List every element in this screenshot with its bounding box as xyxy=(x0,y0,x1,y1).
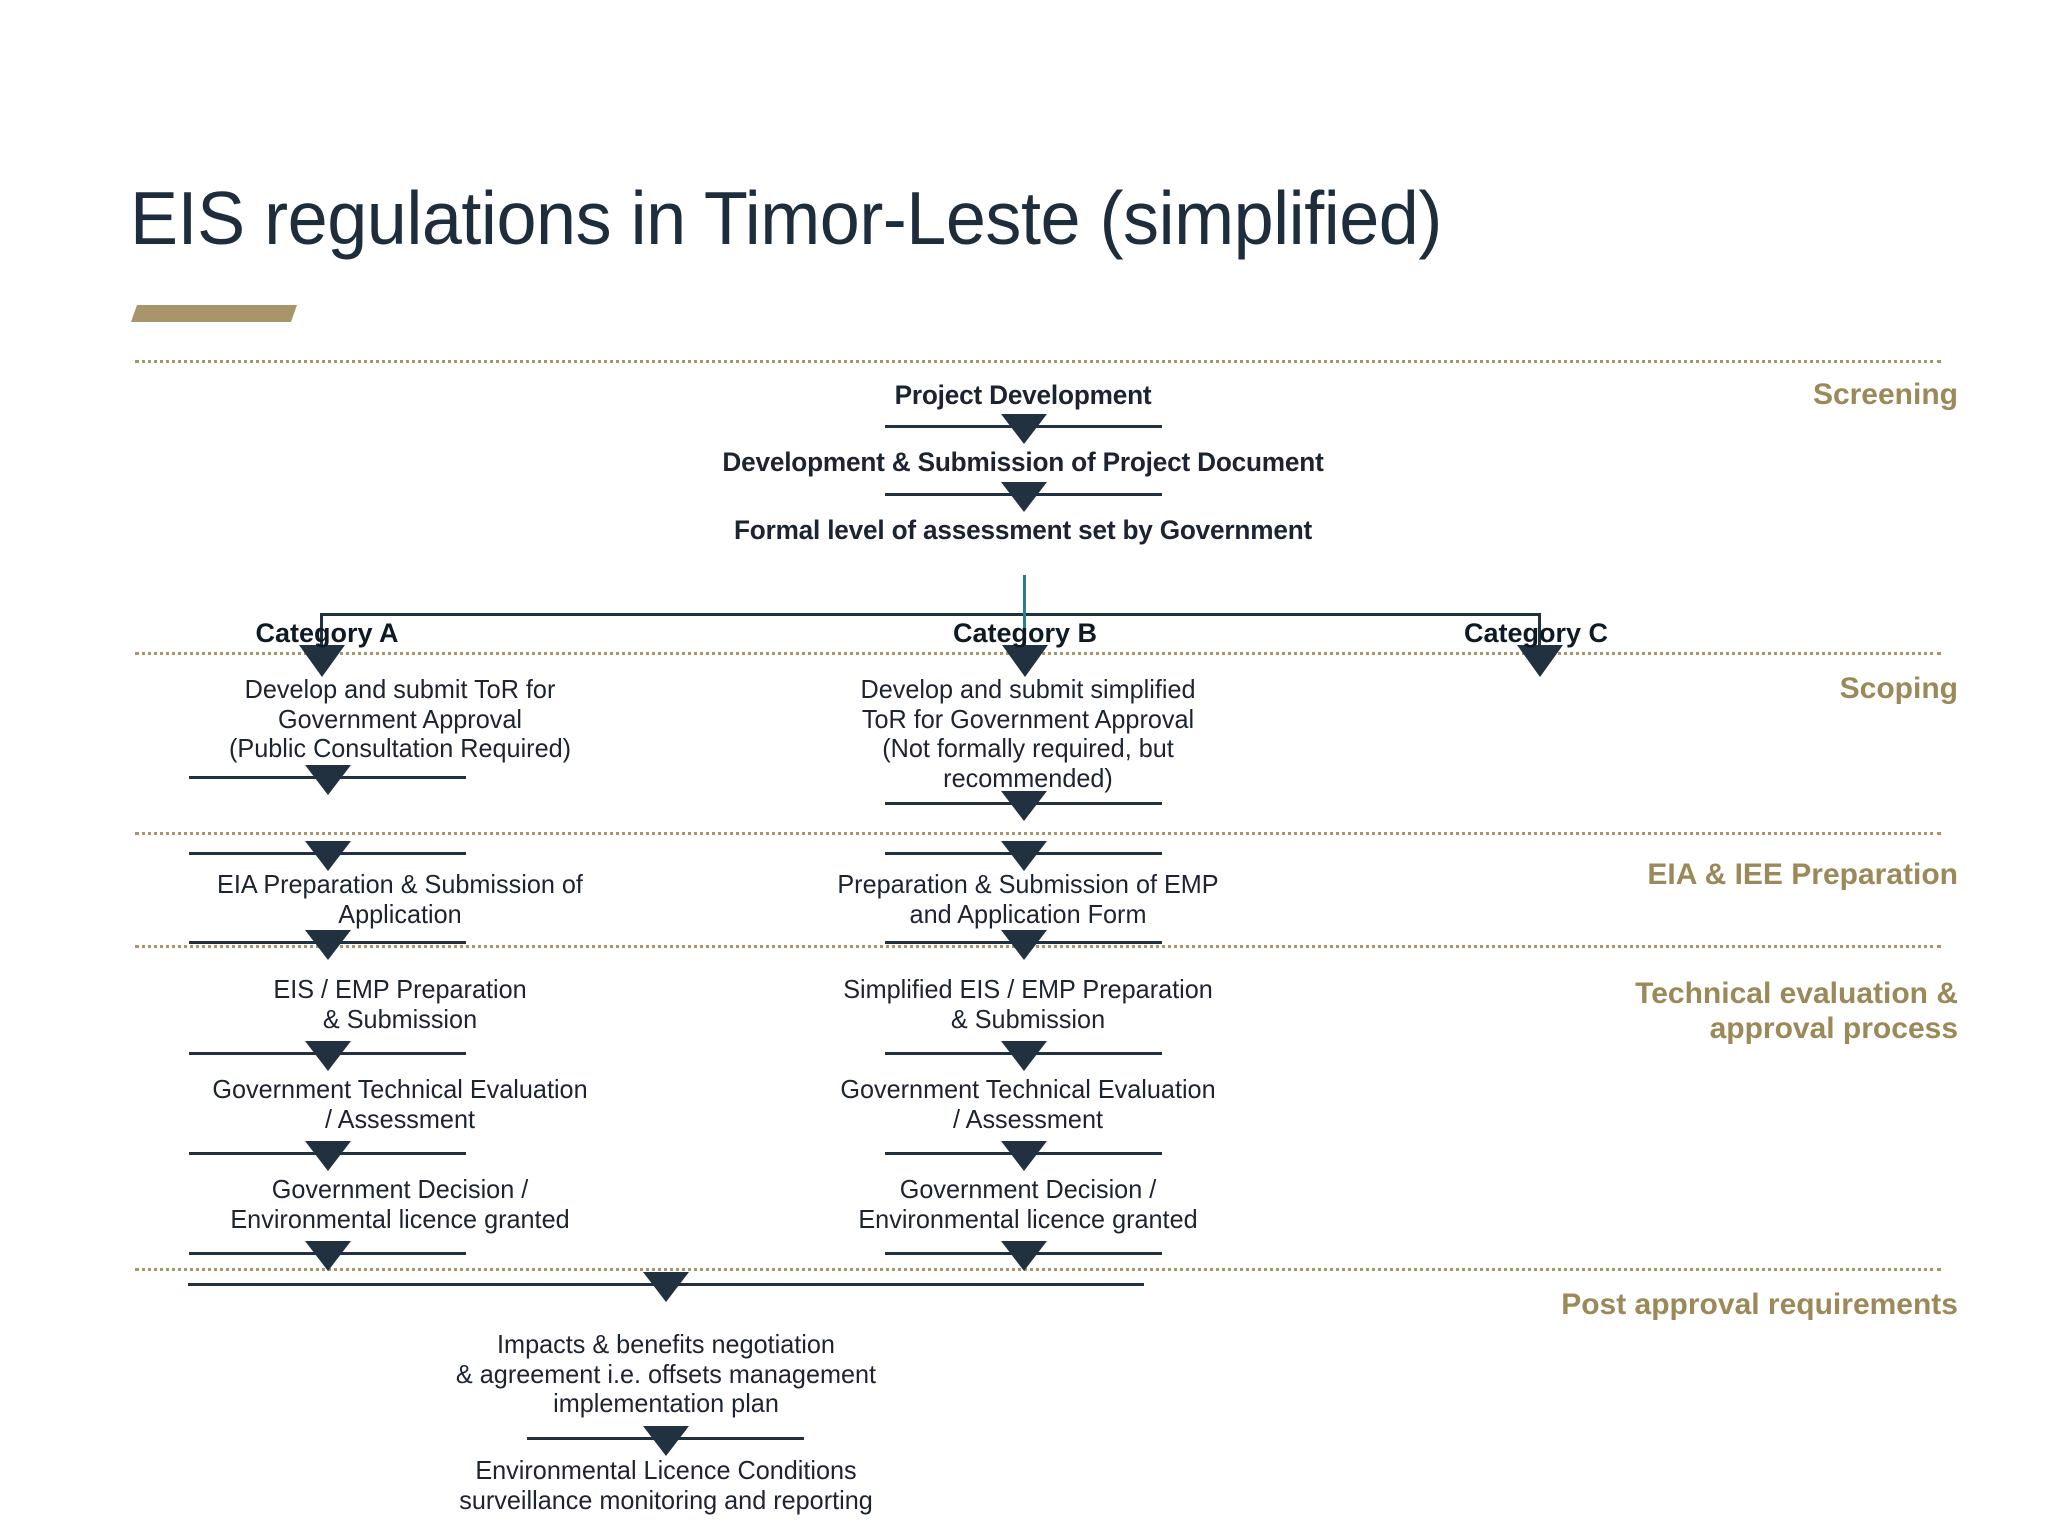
arrow-scoping-a-to-preparation-a xyxy=(189,765,466,795)
label-category-a: Category A xyxy=(255,618,399,648)
branch-leg-category-a xyxy=(320,613,323,648)
arrow-technical-a-step1-to-step2 xyxy=(189,1041,466,1071)
arrow-merge-to-post-approval xyxy=(188,1272,1144,1302)
arrow-into-preparation-b xyxy=(885,841,1162,871)
node-formal-level-assessment: Formal level of assessment set by Govern… xyxy=(733,515,1313,545)
node-technical-a-step2: Government Technical Evaluation / Assess… xyxy=(212,1074,588,1134)
branch-horizontal-bar xyxy=(320,613,1538,616)
node-technical-b-step1: Simplified EIS / EMP Preparation & Submi… xyxy=(843,974,1213,1034)
band-label-scoping: Scoping xyxy=(1839,672,1958,705)
node-preparation-category-a: EIA Preparation & Submission of Applicat… xyxy=(217,869,583,929)
arrow-submission-to-formal-level xyxy=(885,482,1162,512)
node-scoping-category-b: Develop and submit simplified ToR for Go… xyxy=(860,674,1196,793)
branch-arrowhead-category-a xyxy=(299,645,345,677)
label-category-b: Category B xyxy=(952,618,1098,648)
arrow-technical-b-step1-to-step2 xyxy=(885,1041,1162,1071)
arrow-technical-b-step3-to-post-approval xyxy=(885,1241,1162,1271)
node-preparation-category-b: Preparation & Submission of EMP and Appl… xyxy=(837,869,1219,929)
branch-leg-category-b xyxy=(1023,613,1026,648)
divider-preparation-top xyxy=(135,832,1941,835)
divider-screening-top xyxy=(135,360,1941,363)
band-label-screening: Screening xyxy=(1812,378,1958,411)
node-technical-a-step1: EIS / EMP Preparation & Submission xyxy=(273,974,527,1034)
band-label-eia-iee-preparation: EIA & IEE Preparation xyxy=(1647,858,1958,891)
arrow-preparation-b-to-technical-b xyxy=(885,930,1162,960)
arrow-project-development-to-submission xyxy=(885,414,1162,444)
label-category-c: Category C xyxy=(1463,618,1609,648)
arrow-preparation-a-to-technical-a xyxy=(189,930,466,960)
node-development-submission-project-document: Development & Submission of Project Docu… xyxy=(722,447,1324,477)
node-post-approval-step2: Environmental Licence Conditions surveil… xyxy=(459,1455,873,1515)
title-accent-bar xyxy=(131,305,297,322)
branch-arrowhead-category-b xyxy=(1002,645,1048,677)
arrow-technical-a-step2-to-step3 xyxy=(189,1141,466,1171)
arrow-technical-b-step2-to-step3 xyxy=(885,1141,1162,1171)
band-label-post-approval: Post approval requirements xyxy=(1561,1288,1958,1321)
node-technical-b-step2: Government Technical Evaluation / Assess… xyxy=(840,1074,1216,1134)
branch-arrowhead-category-c xyxy=(1517,645,1563,677)
node-technical-b-step3: Government Decision / Environmental lice… xyxy=(858,1174,1198,1234)
page-title: EIS regulations in Timor-Leste (simplifi… xyxy=(130,176,1442,260)
arrow-post-approval-step1-to-step2 xyxy=(527,1426,804,1456)
node-scoping-category-a: Develop and submit ToR for Government Ap… xyxy=(228,674,572,764)
branch-stem-teal xyxy=(1023,575,1026,615)
band-label-technical-evaluation: Technical evaluation & approval process xyxy=(1635,977,1958,1045)
branch-leg-category-c xyxy=(1538,613,1541,648)
node-post-approval-step1: Impacts & benefits negotiation & agreeme… xyxy=(455,1329,877,1419)
node-project-development: Project Development xyxy=(894,380,1152,410)
node-technical-a-step3: Government Decision / Environmental lice… xyxy=(230,1174,570,1234)
arrow-technical-a-step3-to-post-approval xyxy=(189,1241,466,1271)
arrow-scoping-b-to-preparation-b xyxy=(885,791,1162,821)
arrow-into-preparation-a xyxy=(189,841,466,871)
